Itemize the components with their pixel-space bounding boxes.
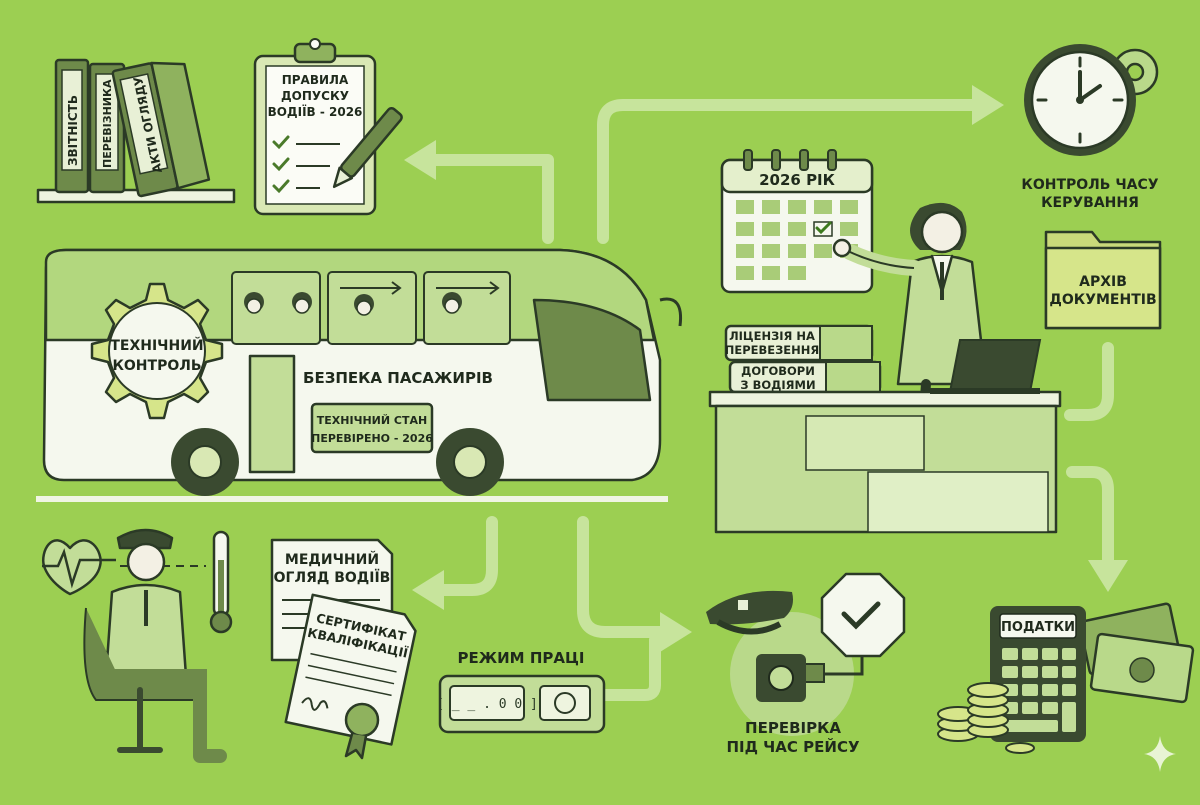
binder-label-2: ПЕРЕВІЗНИКА bbox=[101, 79, 114, 168]
plate-line-2: ПЕРЕВІРЕНО - 2026 bbox=[311, 432, 433, 445]
gear-label-1: ТЕХНІЧНИЙ bbox=[110, 337, 203, 354]
taxes-group: ПОДАТКИ bbox=[937, 602, 1195, 754]
arrow-to-clipboard bbox=[426, 154, 554, 244]
inspection-plate bbox=[310, 402, 434, 454]
arrow-to-clock bbox=[597, 99, 978, 244]
book-2-line-2: З ВОДІЯМИ bbox=[740, 378, 815, 392]
arrow-head-down bbox=[1088, 560, 1128, 592]
bus-windows bbox=[231, 271, 511, 345]
arrow-head-left-2 bbox=[412, 570, 444, 610]
binder-3 bbox=[111, 61, 211, 198]
plate-line-1: ТЕХНІЧНИЙ СТАН bbox=[317, 414, 427, 427]
police-cap-icon bbox=[706, 590, 793, 635]
arrow-archive-to-desk bbox=[1064, 342, 1114, 421]
arrow-head-left-1 bbox=[404, 140, 436, 180]
checklist bbox=[272, 135, 290, 194]
road bbox=[36, 496, 668, 502]
binders-group: ЗВІТНІСТЬ ПЕРЕВІЗНИКА АКТИ ОГЛЯДУ bbox=[36, 58, 236, 204]
bus-side-label: БЕЗПЕКА ПАСАЖИРІВ bbox=[303, 369, 493, 387]
arrow-head-right-2 bbox=[660, 612, 692, 652]
documents-group: МЕДИЧНИЙ ОГЛЯД ВОДІЇВ СЕРТИФІКАТ КВАЛІФІ… bbox=[270, 538, 417, 760]
book-stack: ЛІЦЕНЗІЯ НА ПЕРЕВЕЗЕННЯ ДОГОВОРИ З ВОДІЯ… bbox=[725, 324, 882, 394]
seal-icon bbox=[344, 702, 380, 760]
calculator-icon bbox=[990, 606, 1086, 742]
archive-label-2: ДОКУМЕНТІВ bbox=[1049, 292, 1156, 308]
bus: ТЕХНІЧНИЙ КОНТРОЛЬ БЕЗПЕКА ПАСАЖИРІВ ТЕХ… bbox=[36, 248, 683, 502]
clock-label-1: КОНТРОЛЬ ЧАСУ bbox=[1021, 177, 1158, 193]
driver-group bbox=[41, 528, 233, 763]
pen-icon bbox=[332, 106, 403, 189]
clipboard-line-3: ВОДІЇВ - 2026 bbox=[268, 104, 363, 119]
book-1-line-2: ПЕРЕВЕЗЕННЯ bbox=[725, 343, 820, 357]
sparkle-icon bbox=[1144, 736, 1176, 772]
archive-folder-icon: АРХІВ ДОКУМЕНТІВ bbox=[1044, 230, 1162, 330]
inspection-label-1: ПЕРЕВІРКА bbox=[745, 719, 841, 737]
calendar-year: 2026 РІК bbox=[759, 171, 836, 189]
gear-badge-icon bbox=[90, 282, 224, 420]
flow-arrows bbox=[404, 85, 1128, 701]
speed-camera-icon bbox=[756, 654, 864, 702]
archive-label-1: АРХІВ bbox=[1079, 274, 1127, 290]
coins-icon bbox=[937, 682, 1035, 754]
clock-label-2: КЕРУВАННЯ bbox=[1041, 195, 1139, 211]
arrow-to-documents bbox=[436, 516, 498, 596]
heart-icon bbox=[41, 539, 102, 596]
checkmark-stop-icon bbox=[820, 572, 906, 658]
arrow-head-right-1 bbox=[972, 85, 1004, 125]
clipboard-line-2: ДОПУСКУ bbox=[281, 89, 349, 103]
arrow-desk-to-taxes bbox=[1066, 466, 1114, 566]
arrow-to-inspection bbox=[577, 516, 666, 638]
certificate-document: СЕРТИФІКАТ КВАЛІФІКАЦІЇ bbox=[284, 593, 417, 746]
shelf bbox=[36, 188, 236, 204]
banknotes-icon bbox=[1078, 602, 1195, 704]
signature bbox=[301, 697, 329, 711]
taxes-label: ПОДАТКИ bbox=[1001, 620, 1075, 635]
clipboard-group: ПРАВИЛА ДОПУСКУ ВОДІЇВ - 2026 bbox=[253, 38, 403, 216]
book-2-line-1: ДОГОВОРИ bbox=[741, 364, 815, 378]
arrow-tacho-to-inspection bbox=[599, 634, 661, 701]
laptop-icon bbox=[930, 339, 1042, 394]
thermometer-icon bbox=[209, 530, 233, 634]
medical-line-2: ОГЛЯД ВОДІЇВ bbox=[274, 569, 391, 586]
tachograph-title: РЕЖИМ ПРАЦІ bbox=[458, 649, 585, 667]
tachograph-group: РЕЖИМ ПРАЦІ [ _ _ . 0 0 ] bbox=[436, 649, 606, 734]
desk bbox=[708, 339, 1062, 534]
bus-door bbox=[248, 354, 296, 474]
bus-mirror bbox=[659, 297, 683, 327]
bus-windshield bbox=[532, 298, 652, 402]
book-1-line-1: ЛІЦЕНЗІЯ НА bbox=[729, 329, 815, 343]
wheel-rear bbox=[436, 428, 504, 496]
medical-line-1: МЕДИЧНИЙ bbox=[285, 551, 379, 568]
direction-arrows bbox=[340, 281, 500, 295]
calendar-check-icon bbox=[815, 221, 832, 235]
wheel-front bbox=[171, 428, 239, 496]
calendar-group: 2026 РІК bbox=[720, 149, 874, 294]
inspection-group: ПЕРЕВІРКА ПІД ЧАС РЕЙСУ bbox=[706, 572, 906, 756]
tachograph-display: [ _ _ . 0 0 ] bbox=[436, 697, 538, 712]
clock-group: КОНТРОЛЬ ЧАСУ КЕРУВАННЯ bbox=[1021, 44, 1159, 211]
gear-label-2: КОНТРОЛЬ bbox=[112, 358, 201, 374]
binder-label-1: ЗВІТНІСТЬ bbox=[66, 95, 80, 166]
inspection-label-2: ПІД ЧАС РЕЙСУ bbox=[726, 737, 859, 756]
clipboard-line-1: ПРАВИЛА bbox=[282, 73, 349, 87]
